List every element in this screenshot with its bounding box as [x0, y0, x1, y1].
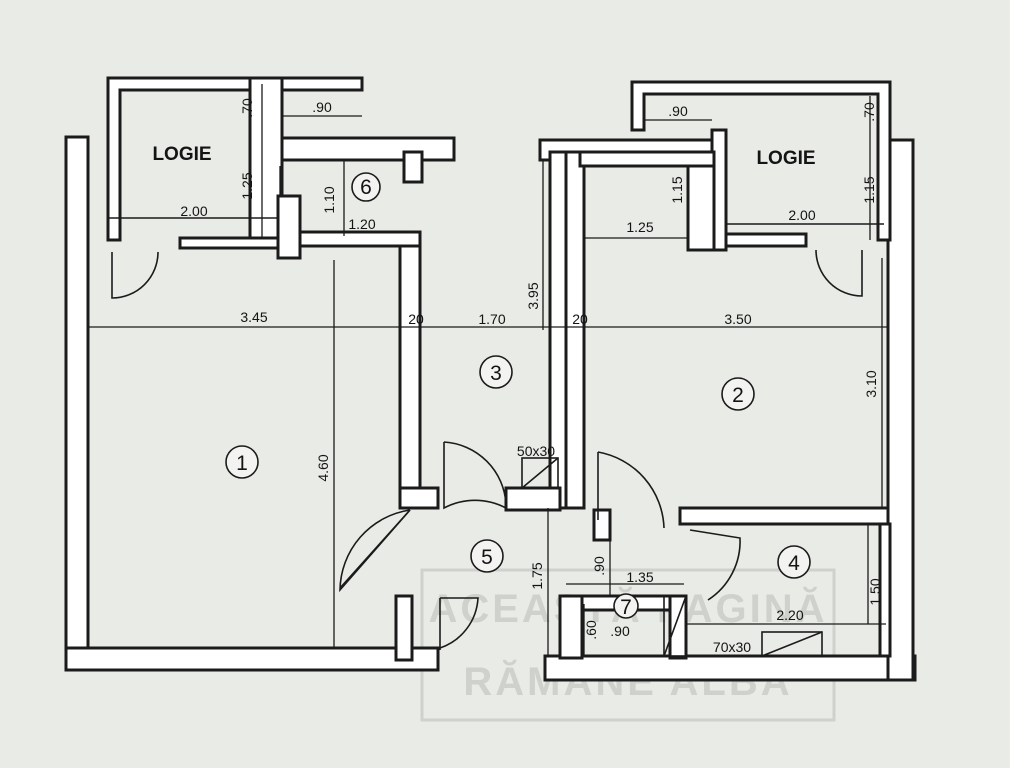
room-4-number: 4: [788, 552, 800, 575]
dim-room2-width: 3.50: [724, 311, 751, 327]
dim-room3-height: 3.95: [525, 282, 541, 309]
dim-right-logie-door: .90: [668, 103, 688, 119]
door-swings: [339, 441, 741, 650]
dim-room1-width: 3.45: [240, 309, 267, 325]
room-6-circle: [351, 172, 381, 202]
dim-hall-height: 1.75: [529, 562, 545, 589]
dim-room3-width: 1.70: [478, 311, 505, 327]
dim-room4-height: 1.50: [867, 578, 883, 605]
dim-left-logie-height: 1.25: [239, 172, 255, 199]
room-2-circle: [721, 377, 755, 411]
dim-right-inner-width: 1.25: [626, 219, 653, 235]
dim-right-logie-height: 1.15: [861, 176, 877, 203]
left-loggia-label: LOGIE: [152, 144, 211, 165]
vent-shafts: [521, 457, 823, 657]
dim-left-logie-top: .70: [239, 98, 255, 118]
dim-left-logie-width: 2.00: [180, 203, 207, 219]
room-6-number: 6: [360, 176, 372, 199]
dim-wc-width: 1.35: [626, 569, 653, 585]
dim-left-logie-door: .90: [312, 99, 332, 115]
room-3-circle: [479, 355, 513, 389]
dim-room6-height: 1.10: [321, 186, 337, 213]
room-5-circle: [470, 539, 504, 573]
dim-room4-width: 2.20: [776, 607, 803, 623]
room-7-circle: [613, 593, 639, 619]
watermark-frame: [420, 568, 836, 722]
dim-room1-height: 4.60: [315, 454, 331, 481]
dim-wc-small-height: .60: [583, 620, 599, 640]
left-loggia: [106, 76, 364, 299]
dim-vent2: 70x30: [713, 639, 751, 655]
room-6-walls: [276, 150, 424, 260]
room-1-circle: [225, 445, 259, 479]
room-7-number: 7: [620, 596, 632, 619]
dimension-lines: [88, 84, 888, 656]
dim-wc-door-height: .90: [591, 556, 607, 576]
dim-wall-b: 20: [572, 311, 588, 327]
room-1-number: 1: [236, 452, 248, 475]
dim-vent1: 50x30: [517, 443, 555, 459]
room-2-number: 2: [732, 384, 744, 407]
dim-right-logie-top: .70: [861, 102, 877, 122]
dim-wall-a: 20: [408, 311, 424, 327]
dim-wc-small-width: .90: [610, 623, 630, 639]
room-4-circle: [777, 545, 811, 579]
right-loggia-label: LOGIE: [756, 148, 815, 169]
dim-right-inner-height: 1.15: [669, 176, 685, 203]
dim-room2-height: 3.10: [863, 370, 879, 397]
dim-right-logie-width: 2.00: [788, 207, 815, 223]
room-5-number: 5: [481, 546, 493, 569]
room-3-number: 3: [490, 362, 502, 385]
dim-room6-width: 1.20: [348, 216, 375, 232]
